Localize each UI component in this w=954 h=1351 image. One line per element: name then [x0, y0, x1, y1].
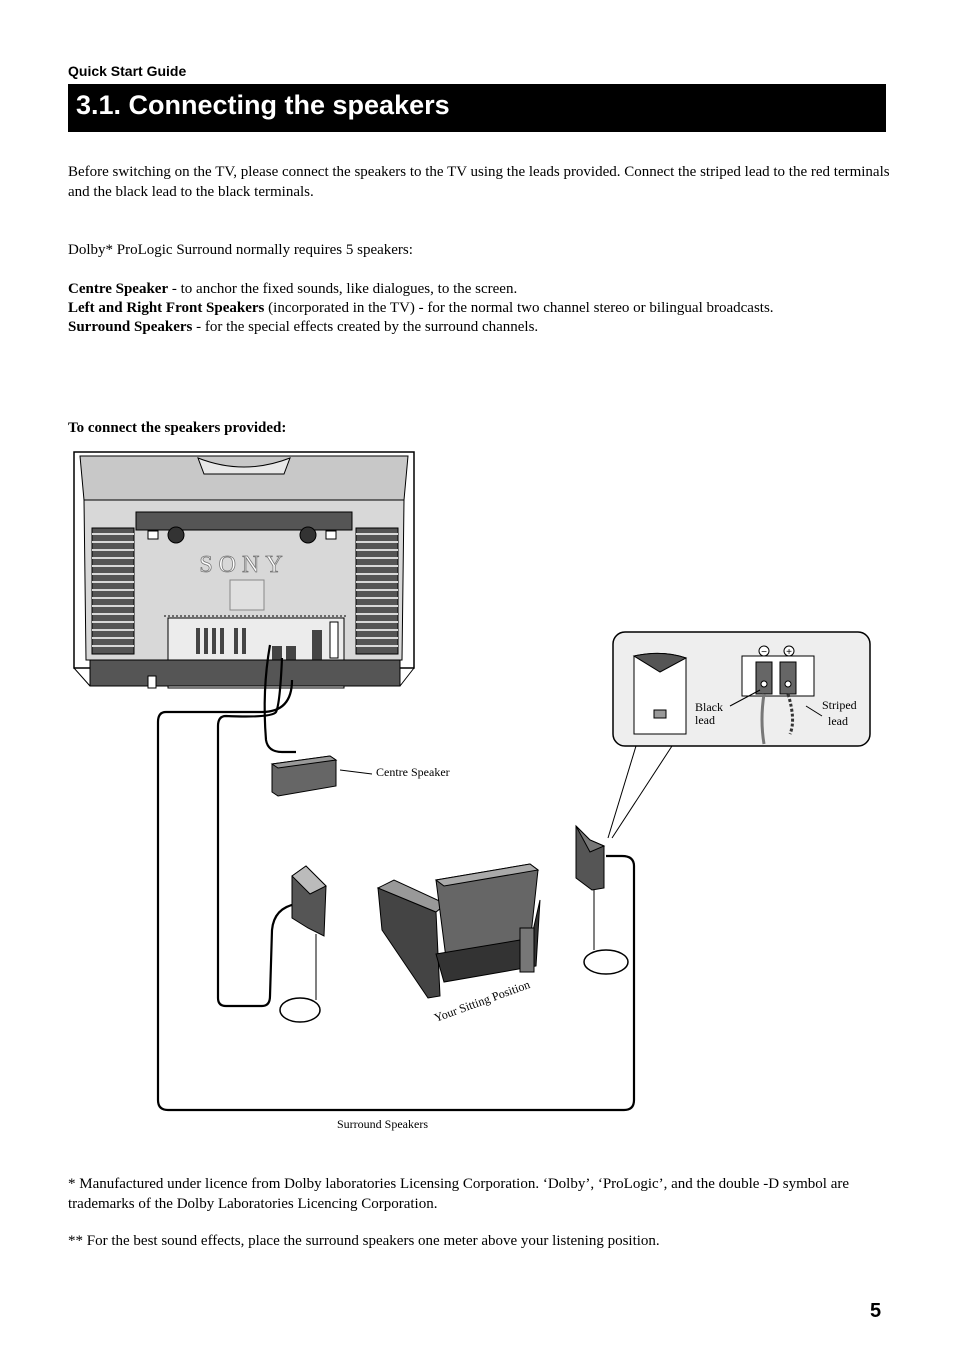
minus-symbol: −	[761, 647, 767, 658]
connect-heading: To connect the speakers provided:	[68, 420, 287, 436]
speaker-cables	[156, 644, 636, 1112]
striped-lead-label-line1: Striped	[822, 698, 857, 712]
plus-symbol: +	[786, 647, 792, 658]
speaker-type-front: Left and Right Front Speakers (incorpora…	[68, 298, 898, 318]
page-number: 5	[870, 1300, 882, 1322]
zoom-line	[611, 745, 673, 839]
section-label: Quick Start Guide	[68, 63, 187, 79]
black-lead-label-line2: lead	[695, 713, 715, 727]
armchair-illustration	[376, 863, 541, 999]
terminal-detail-callout: − +	[612, 631, 871, 747]
left-surround-speaker-illustration	[279, 865, 327, 1023]
striped-lead-label-line2: lead	[828, 714, 848, 728]
page-title: 3.1. Connecting the speakers	[76, 90, 450, 120]
zoom-line	[607, 745, 637, 839]
tv-rear-illustration: SONY	[73, 451, 415, 689]
speaker-type-name: Centre Speaker	[68, 281, 169, 297]
right-surround-speaker-illustration	[575, 824, 629, 975]
centre-speaker-label: Centre Speaker	[376, 765, 450, 779]
speaker-type-name: Left and Right Front Speakers	[68, 300, 265, 316]
dolby-line: Dolby* ProLogic Surround normally requir…	[68, 242, 413, 258]
footnote-surround-placement: ** For the best sound effects, place the…	[68, 1233, 660, 1249]
surround-speakers-label: Surround Speakers	[337, 1117, 428, 1131]
speaker-type-name: Surround Speakers	[68, 319, 193, 335]
speaker-type-centre: Centre Speaker - to anchor the fixed sou…	[68, 279, 898, 299]
speaker-type-surround: Surround Speakers - for the special effe…	[68, 317, 898, 337]
title-bar: 3.1. Connecting the speakers	[68, 84, 886, 132]
sitting-position-label: Your Sitting Position	[432, 977, 532, 1025]
speaker-type-description: (incorporated in the TV) - for the norma…	[264, 300, 774, 316]
intro-paragraph: Before switching on the TV, please conne…	[68, 164, 890, 200]
speaker-type-description: - to anchor the fixed sounds, like dialo…	[168, 281, 518, 297]
sony-logo: SONY	[199, 552, 288, 578]
black-lead-label-line1: Black	[695, 700, 723, 714]
footnote-dolby: * Manufactured under licence from Dolby …	[68, 1176, 850, 1212]
centre-speaker-illustration	[270, 755, 373, 797]
speaker-type-description: - for the special effects created by the…	[192, 319, 539, 335]
